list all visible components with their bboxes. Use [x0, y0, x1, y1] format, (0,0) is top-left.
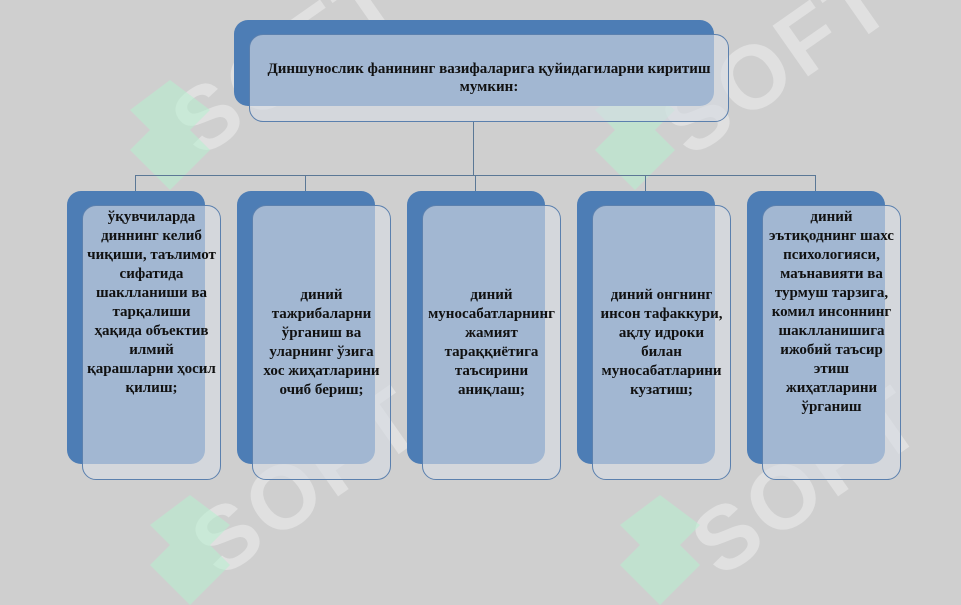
- watermark-logo-icon: [150, 495, 230, 605]
- child-node-3: диний муносабатларнинг жамият тараққиёти…: [422, 205, 561, 480]
- connector-trunk: [473, 122, 474, 175]
- root-node: Диншунослик фанининг вазифаларига қуйида…: [249, 34, 729, 122]
- connector-drop-5: [815, 175, 816, 191]
- connector-drop-3: [475, 175, 476, 191]
- child-node-2: диний тажрибаларни ўрганиш ва уларнинг ў…: [252, 205, 391, 480]
- child-node-1: ўқувчиларда диннинг келиб чиқиши, таълим…: [82, 205, 221, 480]
- connector-drop-4: [645, 175, 646, 191]
- watermark-logo-icon: [620, 495, 700, 605]
- child-node-5: диний эътиқоднинг шахс психологияси, маъ…: [762, 205, 901, 480]
- connector-drop-2: [305, 175, 306, 191]
- connector-drop-1: [135, 175, 136, 191]
- child-node-text: ўқувчиларда диннинг келиб чиқиши, таълим…: [87, 209, 216, 396]
- child-node-4: диний онгнинг инсон тафаккури, ақлу идро…: [592, 205, 731, 480]
- watermark-logo-icon: [130, 80, 210, 190]
- child-node-text: диний онгнинг инсон тафаккури, ақлу идро…: [600, 286, 723, 398]
- child-node-text: диний муносабатларнинг жамият тараққиёти…: [428, 286, 555, 398]
- root-node-title: Диншунослик фанининг вазифаларига қуйида…: [267, 61, 711, 95]
- child-node-text: диний эътиқоднинг шахс психологияси, маъ…: [769, 209, 894, 415]
- child-node-text: диний тажрибаларни ўрганиш ва уларнинг ў…: [263, 286, 380, 398]
